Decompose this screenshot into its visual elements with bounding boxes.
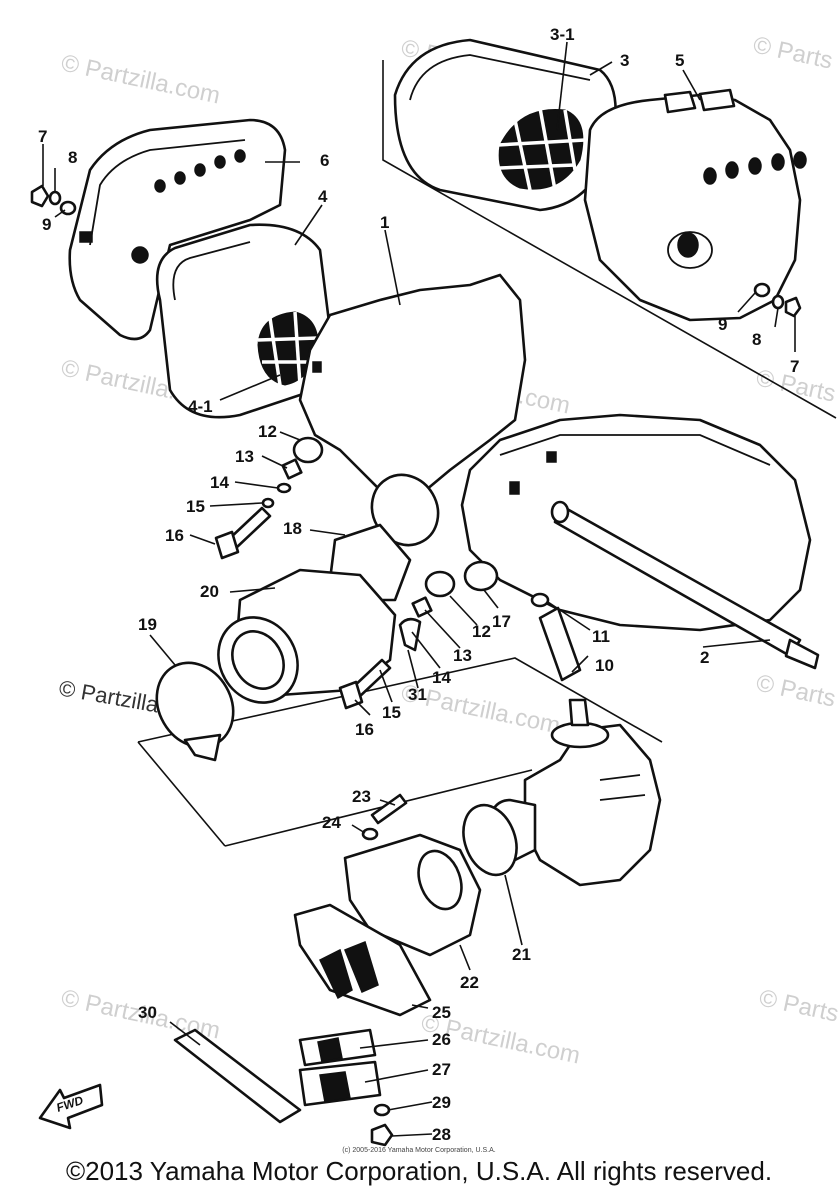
callout-8-left: 8 (68, 148, 77, 167)
tiny-copyright: (c) 2005-2016 Yamaha Motor Corporation, … (342, 1147, 496, 1154)
part-element-right (393, 38, 617, 212)
part-grommet-upper (214, 436, 324, 560)
callout-25: 25 (432, 1003, 451, 1022)
callout-10: 10 (595, 656, 614, 675)
part-reed-valve-assembly (343, 793, 518, 957)
callout-3: 3 (620, 51, 629, 70)
fwd-arrow-icon: FWD (38, 1083, 104, 1130)
callout-6: 6 (320, 151, 329, 170)
callout-30: 30 (138, 1003, 157, 1022)
part-long-bolt (550, 500, 820, 670)
callout-4-1: 4-1 (188, 397, 213, 416)
callout-7-left: 7 (38, 127, 47, 146)
callout-11: 11 (592, 627, 610, 646)
callout-7-right: 7 (790, 357, 799, 376)
callout-14-upper: 14 (210, 473, 229, 492)
callout-2: 2 (700, 648, 709, 667)
callout-13-upper: 13 (235, 447, 254, 466)
callout-28: 28 (432, 1125, 451, 1144)
callout-26: 26 (432, 1030, 451, 1049)
callout-19: 19 (138, 615, 157, 634)
watermark: © Partzilla.com (59, 49, 223, 109)
part-case-cover (583, 88, 807, 322)
callout-29: 29 (432, 1093, 451, 1112)
callout-1: 1 (380, 213, 389, 232)
callout-16-upper: 16 (165, 526, 184, 545)
callout-8-right: 8 (752, 330, 761, 349)
callout-21: 21 (512, 945, 531, 964)
part-element-left (155, 223, 332, 419)
part-washer-nut-left (30, 184, 77, 216)
callout-31: 31 (408, 685, 427, 704)
callout-5: 5 (675, 51, 684, 70)
callout-20: 20 (200, 582, 219, 601)
watermark: © Parts (751, 31, 835, 74)
callout-9-right: 9 (718, 315, 727, 334)
callout-23: 23 (352, 787, 371, 806)
callout-3-1: 3-1 (550, 25, 575, 44)
callout-16-lower: 16 (355, 720, 374, 739)
callouts: 1 2 3 3-1 4 4-1 5 6 7 7 8 8 9 9 10 11 12… (38, 25, 799, 1144)
part-grommet-lower (338, 560, 499, 710)
callout-13-lower: 13 (453, 646, 472, 665)
callout-9-left: 9 (42, 215, 51, 234)
assembly-frame-upper (382, 60, 837, 419)
callout-14-lower: 14 (432, 668, 451, 687)
callout-12-upper: 12 (258, 422, 277, 441)
leader-lines (42, 41, 796, 1137)
assembly-frame-lower-bottom (224, 769, 533, 847)
assembly-frame-lower (137, 657, 663, 743)
part-air-cleaner-case (298, 273, 812, 632)
watermark: © Parts (754, 669, 838, 712)
callout-24: 24 (322, 813, 341, 832)
part-collar (530, 592, 582, 682)
callout-17: 17 (492, 612, 511, 631)
part-case-cap-left (68, 118, 287, 341)
part-reed-plate (173, 903, 432, 1147)
callout-22: 22 (460, 973, 479, 992)
callout-4: 4 (318, 187, 328, 206)
copyright-notice: ©2013 Yamaha Motor Corporation, U.S.A. A… (65, 1156, 773, 1186)
assembly-frame-lower-side (137, 741, 226, 847)
callout-12-lower: 12 (472, 622, 491, 641)
callout-27: 27 (432, 1060, 451, 1079)
watermark: © Parts (757, 984, 838, 1027)
callout-18: 18 (283, 519, 302, 538)
part-joint-assembly (155, 473, 440, 762)
callout-15-lower: 15 (382, 703, 401, 722)
callout-15-upper: 15 (186, 497, 205, 516)
